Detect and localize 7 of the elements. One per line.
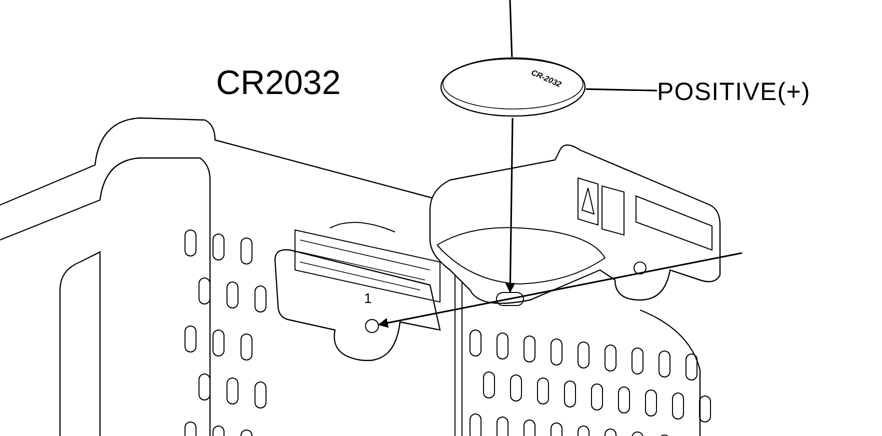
arrow — [378, 252, 742, 328]
battery-type-label: CR2032 — [216, 66, 341, 100]
slot-number: 1 — [362, 291, 374, 305]
leader-line — [586, 88, 658, 92]
leader-line — [509, 0, 513, 58]
arrow — [505, 118, 516, 293]
polarity-label: POSITIVE(+) — [657, 77, 810, 108]
